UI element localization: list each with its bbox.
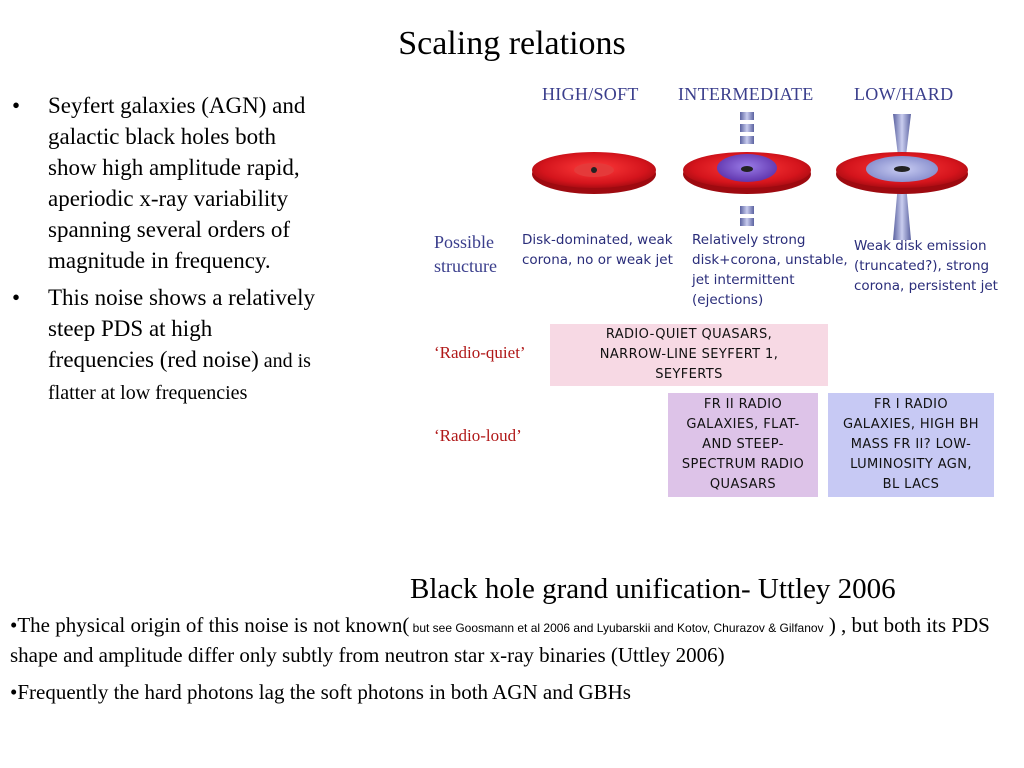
box-line: RADIO-QUIET QUASARS,: [605, 327, 773, 342]
box-line: SPECTRUM RADIO: [681, 457, 805, 472]
note-paragraph: •The physical origin of this noise is no…: [10, 612, 1005, 669]
box-line: AND STEEP-: [702, 437, 784, 452]
note-text: •The physical origin of this noise is no…: [10, 613, 410, 637]
box-line: BL LACS: [882, 477, 940, 492]
note-paragraph: •Frequently the hard photons lag the sof…: [10, 679, 1005, 706]
description-line: corona, no or weak jet: [522, 252, 673, 268]
accretion-disks-illustration: [532, 112, 968, 240]
box-line: FR II RADIO: [703, 397, 783, 412]
bullet-list: • Seyfert galaxies (AGN) and galactic bl…: [10, 90, 315, 414]
box-line: MASS FR II? LOW-: [850, 437, 972, 452]
bullet-dot: •: [12, 93, 21, 118]
radio-quiet-label: ‘Radio-quiet’: [434, 343, 526, 362]
description-line: jet intermittent: [692, 272, 795, 288]
figure-caption: Black hole grand unification- Uttley 200…: [410, 573, 896, 605]
description-line: (truncated?), strong: [854, 258, 990, 274]
bullet-text: Seyfert galaxies (AGN) and galactic blac…: [48, 93, 306, 273]
bullet-text-small: and is flatter at low frequencies: [48, 350, 311, 404]
note-text: ) , but both its PDS shape and amplitude…: [10, 613, 990, 667]
description-line: Relatively strong: [692, 232, 806, 248]
state-title-high-soft: HIGH/SOFT: [542, 84, 639, 104]
bottom-notes: •The physical origin of this noise is no…: [10, 612, 1005, 716]
high-soft-disk: [532, 152, 656, 194]
unification-figure: HIGH/SOFT INTERMEDIATE LOW/HARD: [430, 78, 1010, 503]
bullet-dot: •: [12, 285, 21, 310]
bullet-item: • Seyfert galaxies (AGN) and galactic bl…: [10, 90, 315, 276]
box-line: NARROW-LINE SEYFERT 1,: [599, 347, 779, 362]
box-line: FR I RADIO: [873, 397, 949, 412]
structure-label-line: Possible: [434, 232, 495, 252]
box-line: QUASARS: [709, 477, 777, 492]
state-title-low-hard: LOW/HARD: [854, 84, 954, 104]
radio-loud-box-fr1: FR I RADIO GALAXIES, HIGH BH MASS FR II?…: [828, 393, 994, 497]
description-line: (ejections): [692, 292, 764, 308]
description-line: Disk-dominated, weak: [522, 232, 673, 248]
box-line: SEYFERTS: [655, 367, 723, 382]
intermediate-description: Relatively strong disk+corona, unstable,…: [692, 230, 848, 310]
box-line: GALAXIES, HIGH BH: [843, 417, 979, 432]
bullet-item: • This noise shows a relatively steep PD…: [10, 282, 315, 408]
note-citation-small: but see Goosmann et al 2006 and Lyubarsk…: [409, 621, 824, 635]
radio-loud-label: ‘Radio-loud’: [434, 426, 522, 445]
low-hard-description: Weak disk emission (truncated?), strong …: [854, 236, 998, 296]
box-line: LUMINOSITY AGN,: [850, 457, 972, 472]
high-soft-description: Disk-dominated, weak corona, no or weak …: [522, 230, 673, 270]
radio-loud-box-fr2: FR II RADIO GALAXIES, FLAT- AND STEEP- S…: [668, 393, 818, 497]
possible-structure-label: Possible structure: [434, 230, 497, 278]
box-line: GALAXIES, FLAT-: [686, 417, 800, 432]
radio-quiet-box: RADIO-QUIET QUASARS, NARROW-LINE SEYFERT…: [550, 324, 828, 386]
description-line: corona, persistent jet: [854, 278, 998, 294]
state-title-intermediate: INTERMEDIATE: [678, 84, 814, 104]
description-line: disk+corona, unstable,: [692, 252, 848, 268]
intermediate-disk: [683, 112, 811, 226]
slide-title: Scaling relations: [398, 25, 626, 62]
bullet-text: This noise shows a relatively steep PDS …: [48, 285, 316, 372]
description-line: Weak disk emission: [854, 238, 987, 254]
low-hard-disk: [836, 114, 968, 240]
structure-label-line: structure: [434, 256, 497, 276]
note-text: •Frequently the hard photons lag the sof…: [10, 680, 631, 704]
